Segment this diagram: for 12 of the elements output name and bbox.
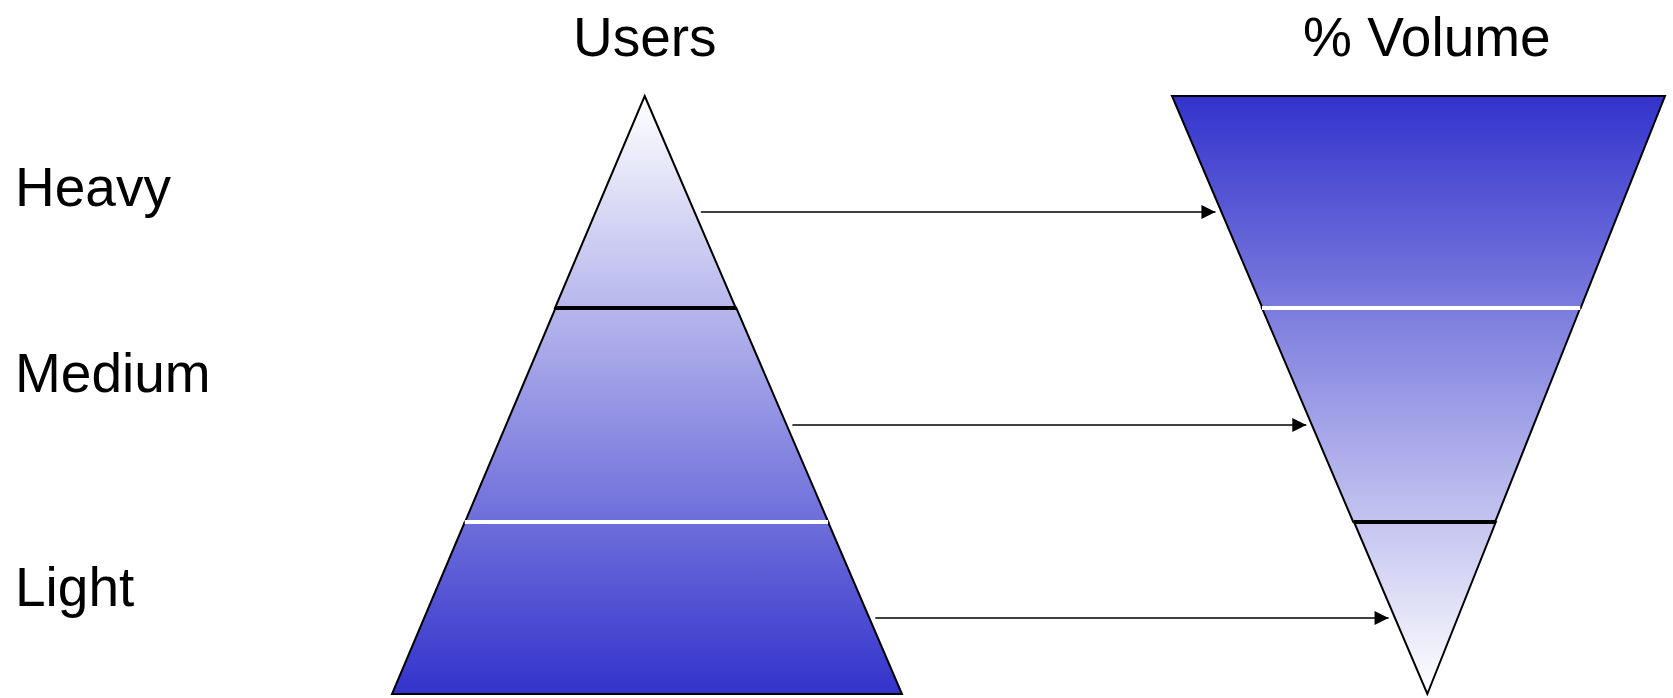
arrow	[874, 611, 1390, 625]
arrow	[700, 205, 1217, 219]
funnel-trapezoid-segment	[1170, 94, 1667, 310]
row-label: Medium	[15, 342, 211, 404]
column-heading: Users	[573, 6, 717, 68]
column-heading: % Volume	[1303, 6, 1551, 68]
arrow	[791, 418, 1308, 432]
pyramid-triangle-segment	[553, 94, 739, 310]
row-label: Heavy	[15, 156, 171, 218]
row-label: Light	[15, 556, 135, 618]
funnel-triangle-segment	[1351, 520, 1498, 696]
pyramid-trapezoid-segment	[390, 520, 904, 696]
